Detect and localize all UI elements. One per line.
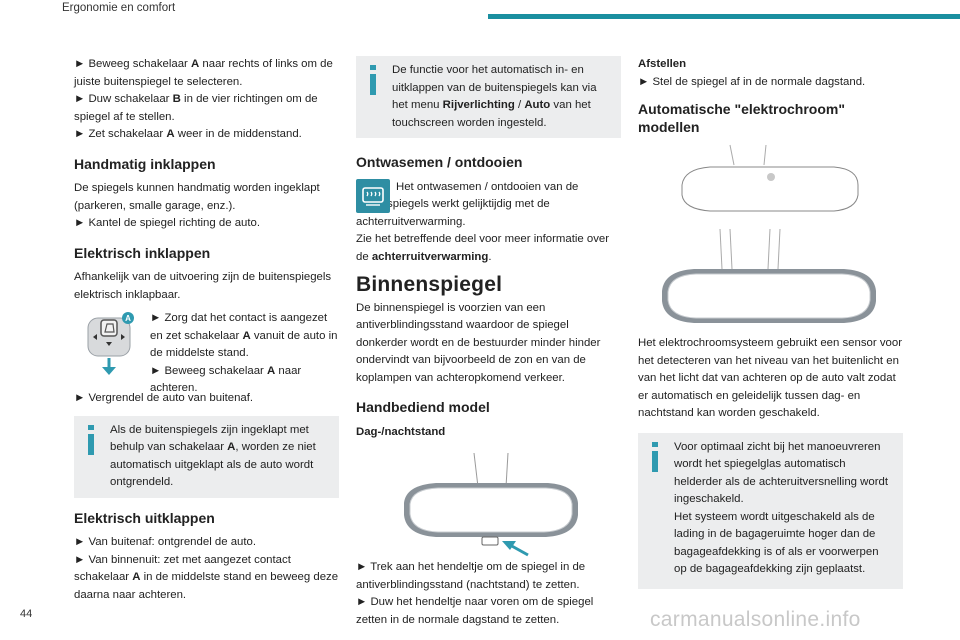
info-icon [88, 424, 94, 455]
step-select-mirror: ► Beweeg schakelaar A naar rechts of lin… [74, 58, 333, 88]
note-auto-fold-menu: De functie voor het automatisch in- en u… [356, 56, 621, 138]
text-electrochrome: Het elektrochroomsysteem gebruikt een se… [638, 337, 903, 419]
column-2: De functie voor het automatisch in- en u… [356, 56, 621, 629]
defrost-block: Het ontwasemen / ontdooien van de buiten… [356, 178, 621, 267]
step-push-lever: ► Duw het hendeltje naar voren om de spi… [356, 596, 594, 626]
text-interior-mirror: De binnenspiegel is voorzien van een ant… [356, 301, 601, 384]
heading-interior-mirror: Binnenspiegel [356, 273, 503, 296]
text-manual-fold: De spiegels kunnen handmatig worden inge… [74, 182, 320, 212]
note-electrochrome: Voor optimaal zicht bij het manoeuvreren… [638, 432, 903, 589]
heading-defrost: Ontwasemen / ontdooien [356, 154, 523, 170]
step-unlock-outside: ► Van buitenaf: ontgrendel de auto. [74, 536, 257, 548]
step-unfold-inside: ► Van binnenuit: zet met aangezet contac… [74, 553, 339, 601]
note-fold-switch: Als de buitenspiegels zijn ingeklapt met… [74, 415, 339, 498]
column-3: Afstellen ► Stel de spiegel af in de nor… [638, 56, 903, 597]
light-sensor-icon [767, 173, 775, 181]
text-defrost: Het ontwasemen / ontdooien van de buiten… [356, 180, 579, 228]
step-adjust-day: ► Stel de spiegel af in de normale dagst… [638, 75, 866, 88]
step-manual-fold: ► Kantel de spiegel richting de auto. [74, 217, 261, 229]
text-defrost-ref: Zie het betreffende deel voor meer infor… [356, 233, 610, 263]
info-icon [652, 441, 658, 472]
step-contact-switch: ► Zorg dat het contact is aangezet en ze… [150, 312, 338, 359]
step-adjust-mirror: ► Duw schakelaar B in de vier richtingen… [74, 93, 318, 123]
step-move-switch-back: ► Beweeg schakelaar A naar achteren. [150, 364, 302, 395]
manual-mirror-illustration [404, 452, 578, 557]
heading-electric-fold: Elektrisch inklappen [74, 244, 211, 261]
mirror-switch-icon: A [87, 312, 134, 375]
page-number: 44 [20, 608, 33, 620]
mirror-switch-figure: A ► Zorg dat het contact is aangezet en … [74, 310, 339, 394]
subheading-adjust: Afstellen [638, 58, 687, 70]
text-electric-fold: Afhankelijk van de uitvoering zijn de bu… [74, 271, 332, 301]
heading-manual-fold: Handmatig inklappen [74, 155, 216, 172]
header-section-title: Ergonomie en comfort [62, 2, 176, 14]
header-accent-bar [488, 14, 960, 19]
heading-electric-unfold: Elektrisch uitklappen [74, 509, 215, 526]
info-icon [370, 65, 376, 95]
heading-manual-model: Handbediend model [356, 399, 490, 415]
heading-electrochrome: Automatische "elektrochroom" modellen [638, 101, 845, 135]
switch-label-a: A [125, 314, 131, 323]
step-pull-lever: ► Trek aan het hendeltje om de spiegel i… [356, 561, 586, 591]
column-1: ► Beweeg schakelaar A naar rechts of lin… [74, 56, 339, 604]
step-reset-switch: ► Zet schakelaar A weer in de middenstan… [74, 128, 302, 140]
electrochrome-mirror-illustration [662, 144, 876, 323]
watermark: carmanualsonline.info [650, 608, 861, 631]
defrost-icon [356, 178, 390, 213]
subheading-day-night: Dag-/nachtstand [356, 425, 446, 438]
step-lock-car: ► Vergrendel de auto van buitenaf. [74, 392, 254, 404]
